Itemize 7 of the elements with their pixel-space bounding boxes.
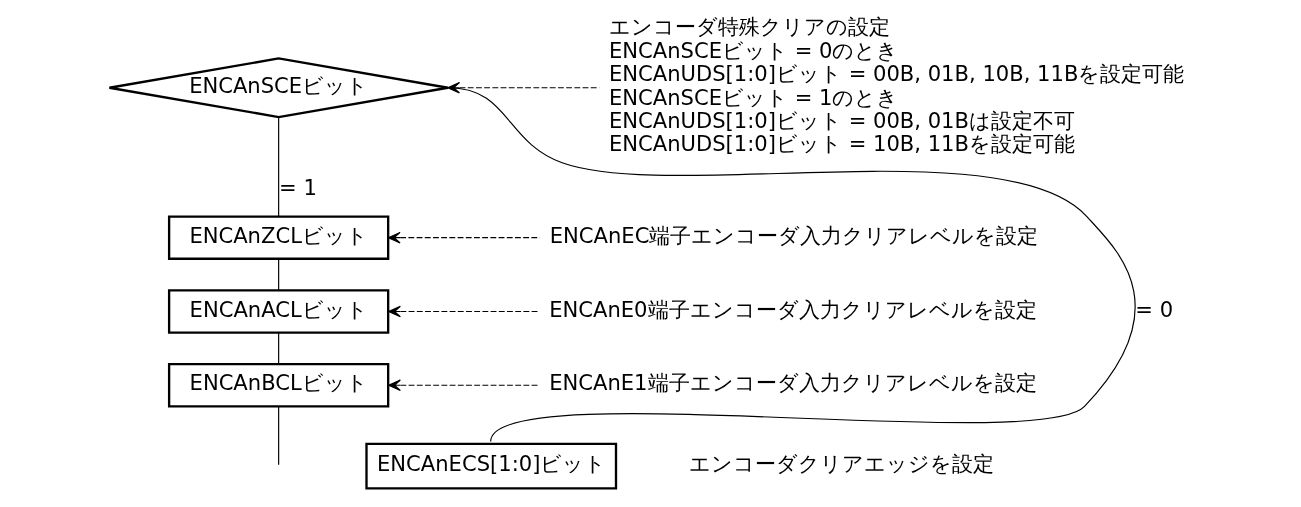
edge-label: = 1	[278, 174, 317, 200]
node-text: エンコーダ特殊クリアの設定 ENCAnSCEビット = 0のとき ENCAnUDS[1:0]ビット = 00B, 01B, 10B, 11Bを設定可能 ENCAnSCEビット = 1のとき ENCAnUDS[1:0]ビット = 00B, 01Bは設定不可 ENCAnUDS[1:0]ビット = 10B, 11Bを設定可能	[608, 14, 1184, 157]
node-text: ENCAnE1端子エンコーダ入力クリアレベルを設定	[548, 370, 1037, 396]
node-text: ENCAnE0端子エンコーダ入力クリアレベルを設定	[548, 296, 1037, 322]
node-text: ENCAnEC端子エンコーダ入力クリアレベルを設定	[549, 222, 1038, 248]
edge-label: = 0	[1134, 296, 1173, 322]
node-label: エンコーダクリアエッジを設定	[688, 451, 994, 477]
